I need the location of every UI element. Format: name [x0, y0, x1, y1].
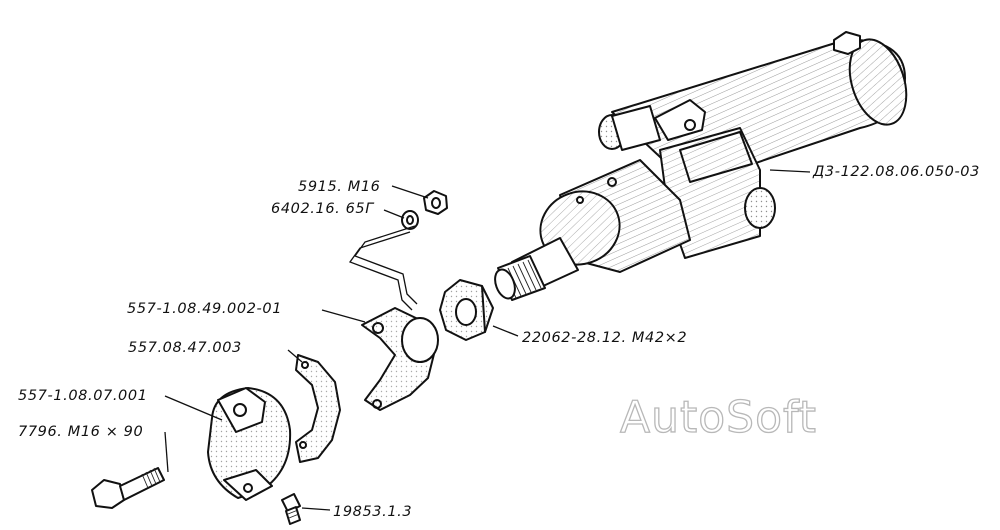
label-washer: 6402.16. 65Г — [271, 201, 375, 217]
label-lock-plate: 557.08.47.003 — [128, 340, 242, 356]
spring-washer — [401, 210, 419, 230]
label-grease-fitting: 19853.1.3 — [333, 504, 412, 520]
cap — [207, 387, 292, 501]
leader-lines — [164, 169, 811, 511]
label-bolt: 7796. M16 × 90 — [18, 424, 143, 440]
small-nut — [423, 190, 448, 215]
label-big-nut: 22062-28.12. M42×2 — [522, 330, 687, 346]
bracket — [361, 307, 439, 411]
watermark: AutoSoft — [620, 392, 817, 443]
lock-plate — [295, 354, 341, 463]
label-nut-m16: 5915. M16 — [298, 179, 380, 195]
bolt — [91, 467, 165, 509]
assembly-guide-line — [348, 231, 413, 311]
label-bracket: 557-1.08.49.002-01 — [127, 301, 282, 317]
label-cylinder: Д3-122.08.06.050-03 — [812, 164, 980, 180]
hydraulic-cylinder — [494, 31, 908, 301]
grease-fitting — [281, 493, 301, 525]
big-nut — [439, 279, 494, 341]
label-cap: 557-1.08.07.001 — [18, 388, 148, 404]
